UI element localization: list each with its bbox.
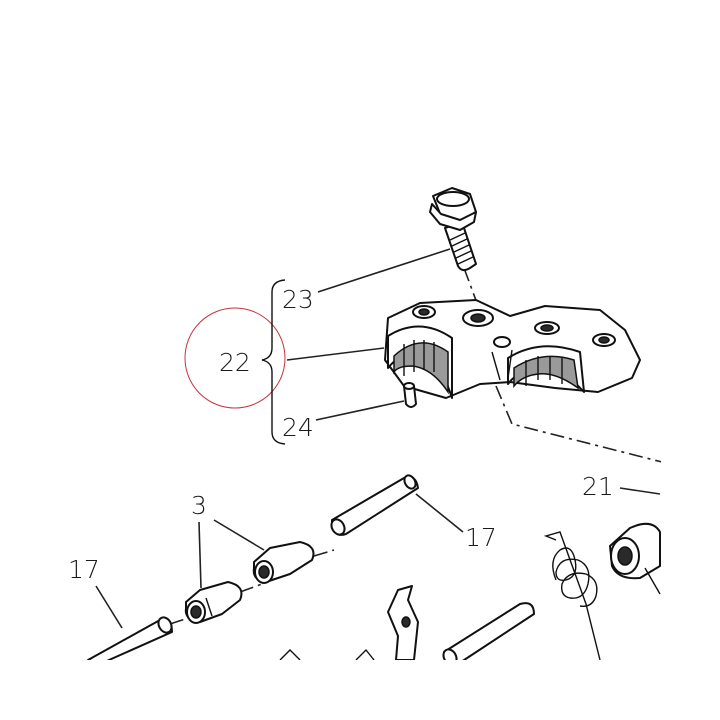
- callout-24: 24: [282, 413, 314, 442]
- centerline-assembly: [495, 385, 663, 463]
- bolt-part: [429, 187, 477, 272]
- leader-17-left: [95, 585, 123, 629]
- shaft-upper-part: [330, 474, 419, 536]
- bushing-part: [609, 522, 661, 595]
- leader-24: [315, 400, 405, 421]
- callout-21: 21: [582, 472, 614, 501]
- leader-21: [619, 487, 661, 495]
- torsion-spring-part: [543, 531, 601, 661]
- callout-22-highlight-circle: [184, 307, 286, 409]
- callout-17-left: 17: [68, 555, 100, 584]
- callout-3: 3: [191, 491, 207, 520]
- leader-3-a: [198, 521, 202, 589]
- dowel-pin-part: [403, 382, 417, 408]
- bearing-cap-part: [384, 299, 641, 399]
- leader-3-b: [213, 519, 265, 551]
- callout-17-right: 17: [465, 523, 497, 552]
- leader-17-right: [415, 493, 464, 533]
- crop-mask-right: [661, 0, 720, 720]
- fork-clip-upper-part: [252, 541, 315, 584]
- fork-clip-lower-part: [184, 581, 243, 624]
- shaft-bottom-part: [442, 602, 535, 666]
- callout-23: 23: [282, 285, 314, 314]
- group-bracket: [261, 279, 286, 445]
- leader-23: [317, 248, 451, 293]
- centerline-shaft: [169, 549, 335, 625]
- leader-22: [286, 347, 385, 361]
- shaft-lower-part: [87, 616, 173, 665]
- callout-22: 22: [219, 348, 251, 377]
- crop-mask-bottom: [0, 660, 720, 720]
- lever-bracket-part: [279, 585, 419, 661]
